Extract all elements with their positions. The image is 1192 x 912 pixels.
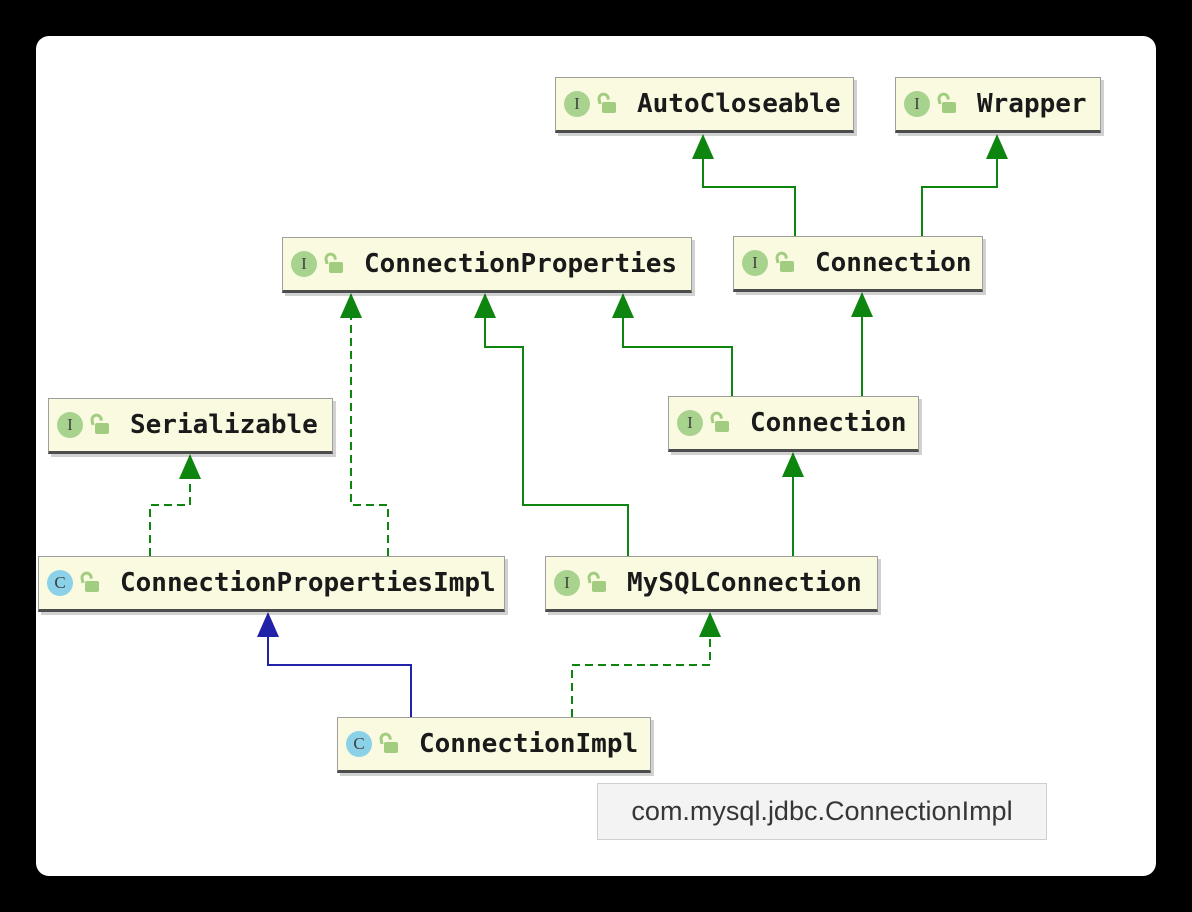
- arrowhead-wrapper: [986, 134, 1008, 159]
- public-lock-icon: [79, 571, 101, 595]
- implements-edges-green: [149, 317, 711, 717]
- green-arrowheads: [179, 134, 1008, 637]
- arrowhead-serializable: [179, 454, 201, 479]
- class-node-connection-sql[interactable]: I Connection: [733, 236, 983, 292]
- interface-icon: I: [904, 91, 930, 117]
- interface-icon: I: [291, 251, 317, 277]
- class-node-mysqlconnection[interactable]: I MySQLConnection: [545, 556, 878, 612]
- edge-connimpl-extends-cpimpl: [267, 636, 412, 717]
- navy-arrowhead: [257, 612, 279, 637]
- interface-icon: I: [57, 412, 83, 438]
- public-lock-icon: [709, 411, 731, 435]
- edge-connimpl-implements-mysqlconnection: [571, 636, 711, 717]
- edge-connection-extends-wrapper: [921, 158, 998, 236]
- arrowhead-connection-mid: [782, 452, 804, 477]
- node-label: ConnectionImpl: [419, 729, 639, 759]
- interface-icon: I: [677, 410, 703, 436]
- node-label: ConnectionPropertiesImpl: [120, 568, 496, 598]
- edge-cpimpl-implements-connprops: [350, 317, 389, 556]
- public-lock-icon: [586, 571, 608, 595]
- node-label: Connection: [815, 248, 972, 278]
- public-lock-icon: [774, 251, 796, 275]
- edge-mysqlconnection-extends-connprops: [484, 317, 629, 556]
- class-node-wrapper[interactable]: I Wrapper: [895, 77, 1101, 133]
- class-node-connectionproperties[interactable]: I ConnectionProperties: [282, 237, 692, 293]
- public-lock-icon: [378, 732, 400, 756]
- class-node-connectionimpl[interactable]: C ConnectionImpl: [337, 717, 651, 773]
- extends-edge-navy: [267, 636, 412, 717]
- class-node-connectionpropertiesimpl[interactable]: C ConnectionPropertiesImpl: [38, 556, 505, 612]
- interface-icon: I: [564, 91, 590, 117]
- arrowhead-autocloseable: [692, 134, 714, 159]
- arrowhead-connprops-left: [340, 293, 362, 318]
- arrowhead-connprops-right: [612, 293, 634, 318]
- class-icon: C: [47, 570, 73, 596]
- node-label: Serializable: [130, 410, 318, 440]
- interface-icon: I: [742, 250, 768, 276]
- node-label: Connection: [750, 408, 907, 438]
- arrowhead-connection-top: [851, 292, 873, 317]
- node-label: Wrapper: [977, 89, 1087, 119]
- node-label: MySQLConnection: [627, 568, 862, 598]
- node-label: AutoCloseable: [637, 89, 841, 119]
- edge-cpimpl-implements-serializable: [149, 478, 191, 556]
- public-lock-icon: [323, 252, 345, 276]
- arrowhead-mysqlconnection: [699, 612, 721, 637]
- interface-icon: I: [554, 570, 580, 596]
- edge-connection-extends-autocloseable: [702, 158, 796, 236]
- class-node-autocloseable[interactable]: I AutoCloseable: [555, 77, 854, 133]
- node-label: ConnectionProperties: [364, 249, 678, 279]
- public-lock-icon: [936, 92, 958, 116]
- public-lock-icon: [89, 413, 111, 437]
- extends-edges-green: [484, 158, 998, 556]
- tooltip: com.mysql.jdbc.ConnectionImpl: [597, 783, 1047, 840]
- class-node-connection-mysql[interactable]: I Connection: [668, 396, 919, 452]
- class-node-serializable[interactable]: I Serializable: [48, 398, 333, 454]
- arrowhead-connprops-mid: [474, 293, 496, 318]
- class-icon: C: [346, 731, 372, 757]
- arrowhead-cpimpl: [257, 612, 279, 637]
- edge-mysqlconn-extends-connprops: [622, 317, 733, 396]
- tooltip-text: com.mysql.jdbc.ConnectionImpl: [631, 796, 1013, 826]
- public-lock-icon: [596, 92, 618, 116]
